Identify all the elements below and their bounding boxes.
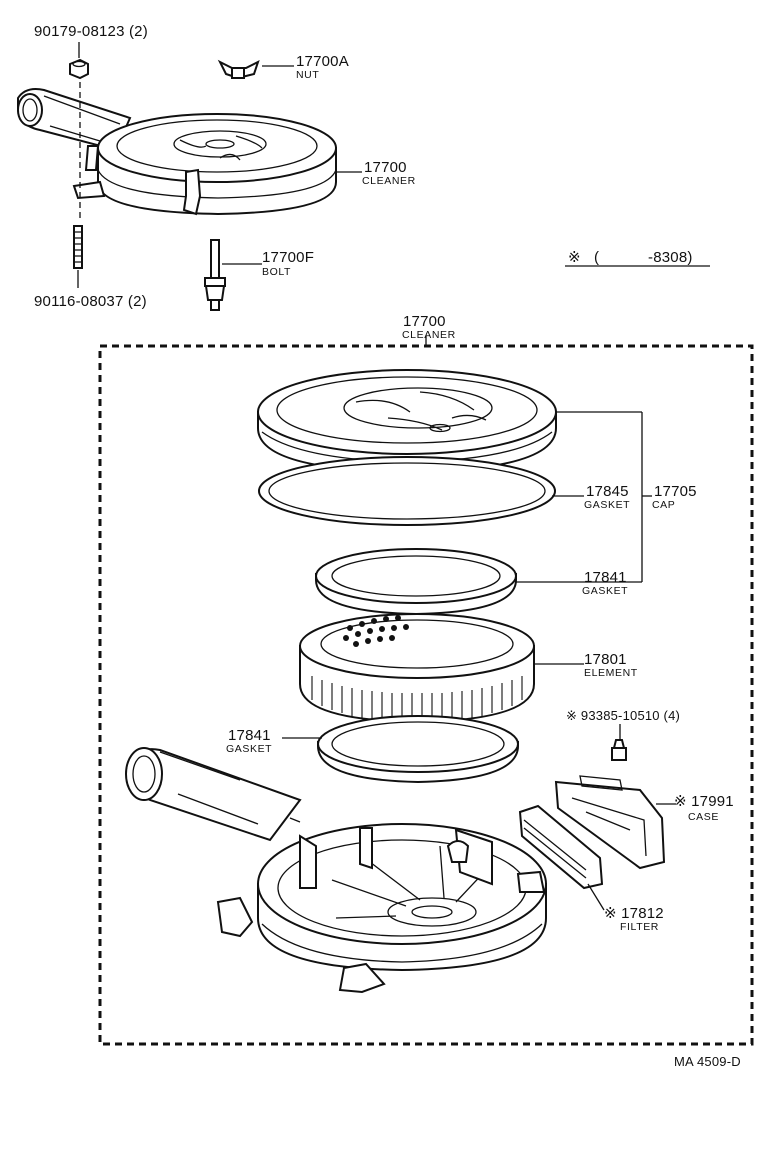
cleaner-body-drawing: [125, 747, 547, 994]
note-symbol: ※: [568, 249, 581, 266]
label-bolt-name: BOLT: [262, 266, 291, 278]
label-gasket-low-name: GASKET: [226, 743, 272, 755]
stud-drawing: [73, 225, 83, 269]
label-cleaner-top-part-number: 17700: [364, 159, 407, 176]
label-cleaner-box-name: CLEANER: [402, 329, 456, 341]
diagram-reference-code: MA 4509-D: [674, 1054, 741, 1069]
gasket-upper-drawing: [258, 456, 556, 526]
gasket-mid-drawing: [315, 548, 517, 616]
label-gasket-upper-part-number: 17845: [586, 483, 629, 500]
note-open-paren: (: [594, 249, 599, 266]
label-wing-nut-name: NUT: [296, 69, 319, 81]
label-nut-part-number: 90179-08123 (2): [34, 23, 148, 40]
label-case-part-number: ※ 17991: [674, 793, 734, 810]
hex-nut-drawing: [69, 58, 89, 80]
gasket-lower-drawing: [317, 715, 519, 784]
label-stud-part-number: 90116-08037 (2): [34, 293, 147, 310]
filter-drawing: [518, 804, 604, 890]
exploded-leader-lines: [282, 411, 676, 911]
label-cap-part-number: 17705: [654, 483, 697, 500]
top-leader-lines: [77, 42, 710, 288]
case-drawing: [554, 775, 666, 870]
label-cleaner-box-part-number: 17700: [403, 313, 446, 330]
clamp-drawings: [72, 145, 202, 216]
assembled-air-cleaner: [17, 58, 337, 311]
label-wing-nut-part-number: 17700A: [296, 53, 349, 70]
label-case-name: CASE: [688, 811, 719, 823]
element-drawing: [299, 613, 535, 724]
label-filter-part-number: ※ 17812: [604, 905, 664, 922]
label-element-part-number: 17801: [584, 651, 627, 668]
label-element-name: ELEMENT: [584, 667, 638, 679]
label-bolt-part-number: 17700F: [262, 249, 314, 266]
label-gasket-upper-name: GASKET: [584, 499, 630, 511]
screw-drawing: [611, 739, 627, 761]
label-cap-name: CAP: [652, 499, 675, 511]
wing-nut-drawing: [217, 59, 260, 80]
cap-drawing: [257, 369, 557, 474]
label-gasket-low-part-number: 17841: [228, 727, 271, 744]
label-cleaner-top-name: CLEANER: [362, 175, 416, 187]
cleaner-housing-drawing: [97, 113, 337, 216]
label-gasket-mid-name: GASKET: [582, 585, 628, 597]
note-range: -8308): [648, 249, 693, 266]
label-gasket-mid-part-number: 17841: [584, 569, 627, 586]
element-mesh: [343, 615, 409, 647]
label-filter-name: FILTER: [620, 921, 659, 933]
label-screw-part-number: ※ 93385-10510 (4): [566, 708, 680, 723]
bolt-drawing: [204, 239, 226, 311]
